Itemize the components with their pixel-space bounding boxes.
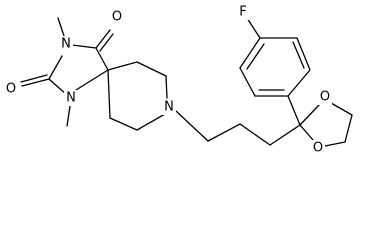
- bond-n3-me: [57, 17, 65, 37]
- atom-n3: N: [59, 36, 73, 52]
- bond-n8-chain1: [175, 110, 209, 142]
- bond-c4-c5: [95, 47, 109, 71]
- bond-ph-4-inner: [246, 43, 265, 70]
- bond-c4-n3: [71, 44, 97, 49]
- svg-text:F: F: [239, 5, 246, 20]
- bond-c9-c10: [109, 117, 138, 131]
- bond-od2-cq: [299, 124, 314, 141]
- molecule-structure: F O N O N N O O: [4, 4, 353, 156]
- atom-f: F: [236, 4, 250, 20]
- bond-c7-n8: [165, 75, 168, 99]
- bond-n1-c5: [75, 69, 109, 91]
- bond-n1-me: [66, 105, 71, 127]
- svg-text:O: O: [112, 10, 122, 25]
- bond-cd1-cd2: [344, 114, 353, 143]
- bond-c4-o1-a: [95, 29, 111, 49]
- bond-ph-2-inner: [292, 41, 305, 69]
- svg-text:N: N: [164, 100, 174, 115]
- bond-c2-o2-b: [20, 74, 48, 83]
- bond-c4-o1-b: [99, 33, 114, 52]
- bond-cq-ph: [287, 95, 301, 126]
- bond-chain3-cq: [269, 124, 301, 146]
- bond-c6-c7: [136, 61, 167, 77]
- bond-n3-c2: [48, 55, 63, 80]
- bond-chain1-chain2: [207, 123, 241, 142]
- atom-od1: O: [318, 89, 332, 105]
- bond-c10-c5: [107, 69, 111, 119]
- bond-ph-4: [239, 37, 261, 69]
- svg-text:O: O: [6, 82, 16, 97]
- svg-text:O: O: [320, 90, 330, 105]
- svg-text:N: N: [61, 37, 71, 52]
- bond-cd2-od2: [324, 141, 346, 147]
- svg-text:N: N: [66, 91, 76, 106]
- atom-o1: O: [110, 9, 124, 25]
- svg-text:O: O: [313, 141, 323, 156]
- bond-cq-od1: [299, 103, 321, 126]
- atom-n8: N: [162, 99, 176, 115]
- bond-c2-o2-a: [21, 78, 50, 87]
- bond-c5-c6: [107, 61, 138, 71]
- bond-ph-1: [287, 69, 311, 97]
- bond-od1-cd1: [330, 102, 353, 116]
- bonds: [20, 14, 353, 147]
- bond-chain2-chain3: [239, 123, 271, 146]
- atom-o2: O: [4, 81, 18, 97]
- bond-n8-c9: [136, 113, 166, 131]
- bond-ph-2: [296, 37, 311, 71]
- bond-ph-5: [239, 67, 256, 97]
- atom-od2: O: [311, 140, 325, 156]
- atom-labels: F O N O N N O O: [4, 4, 332, 156]
- atom-n1: N: [64, 90, 78, 106]
